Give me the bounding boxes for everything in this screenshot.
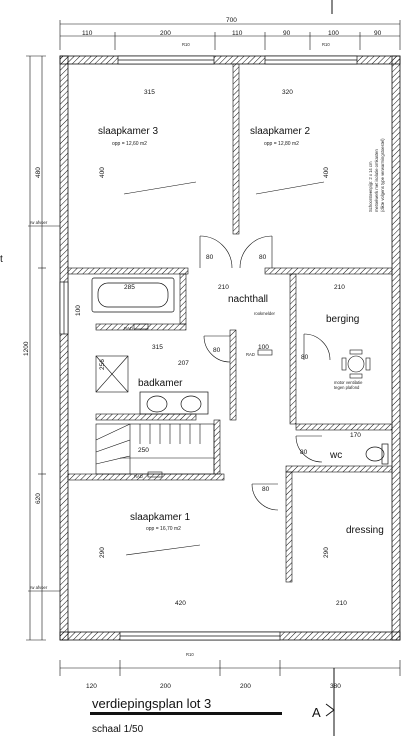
dim-bottom-inner: 420 [175, 600, 186, 607]
room-label-slaapkamer-1: slaapkamer 1 [130, 512, 190, 523]
radiator-label: RAD [246, 352, 255, 357]
dim-left: 1200 [23, 341, 30, 356]
left-dimension-chain [26, 55, 46, 641]
dim-top-overall: 700 [226, 17, 237, 24]
door-width-label: 80 [262, 486, 270, 493]
door-width-label: 80 [259, 254, 267, 261]
window-tag: R10 [186, 652, 194, 657]
door-width-label: 80 [213, 347, 221, 354]
dim-top-seg: 110 [232, 30, 243, 37]
room-diagonals [123, 181, 325, 556]
dim-inner-top: 315 [144, 89, 155, 96]
dim-mid: 210 [334, 284, 345, 291]
room-area-slaapkamer-2: opp = 12,80 m2 [264, 141, 299, 147]
dim-bath: 207 [178, 360, 189, 367]
berging-fixture [341, 349, 371, 379]
dim-right-inner: 290 [323, 547, 330, 558]
dim-bath: 315 [152, 344, 163, 351]
door-width-label: 80 [206, 254, 214, 261]
door-width-label: 80 [301, 354, 309, 361]
bottom-dimension-chain [59, 660, 401, 676]
section-arrow [325, 703, 335, 717]
toilet [365, 443, 389, 465]
room-area-slaapkamer-1: opp = 16,70 m2 [146, 526, 181, 532]
room-label-nachthall: nachthall [228, 294, 268, 305]
window-tag: R10 [322, 42, 330, 47]
dim-left: 480 [35, 167, 42, 178]
dim-bath: 100 [258, 344, 269, 351]
doors [199, 235, 331, 511]
room-label-slaapkamer-3: slaapkamer 3 [98, 126, 158, 137]
windows [59, 55, 358, 641]
note-rookmelder: rookmelder [254, 311, 276, 316]
dim-left-inner: 100 [75, 305, 82, 316]
dim-bottom: 200 [160, 683, 171, 690]
dim-left-inner: 290 [99, 547, 106, 558]
plan-scale: schaal 1/50 [92, 724, 144, 735]
dim-left-inner: 256 [99, 359, 106, 370]
room-label-badkamer: badkamer [138, 378, 183, 389]
section-marker: A [312, 705, 321, 720]
note-motor-2: tegen plafond [334, 385, 360, 390]
note-rw-afvoer-top: rw afvoer [30, 220, 48, 225]
dim-top-seg: 100 [328, 30, 339, 37]
svg-text:(dikte volgens type verwarming: (dikte volgens type verwarmingstoestel) [380, 138, 385, 212]
chimney-note: Schoorsteenpijp: 2 x 14 cm metselwerk me… [368, 138, 385, 212]
bathtub [91, 277, 175, 313]
dim-mid: 285 [124, 284, 135, 291]
dim-right-inner: 400 [323, 167, 330, 178]
title-underline [90, 712, 282, 715]
dim-top-seg: 110 [82, 30, 93, 37]
dim-bottom: 380 [330, 683, 341, 690]
dim-left-inner: 400 [99, 167, 106, 178]
interior-walls [67, 63, 393, 583]
dim-bottom: 120 [86, 683, 97, 690]
note-rw-afvoer-bottom: rw afvoer [30, 585, 48, 590]
room-area-slaapkamer-3: opp = 12,60 m2 [112, 141, 147, 147]
dim-top-seg: 200 [160, 30, 171, 37]
dim-inner-top: 320 [282, 89, 293, 96]
dim-left: 620 [35, 493, 42, 504]
dim-stair: 170 [350, 432, 361, 439]
dim-bottom-inner: 210 [336, 600, 347, 607]
radiator-label: RAD [134, 474, 143, 479]
double-sink [139, 391, 209, 415]
svg-text:Schoorsteenpijp: 2 x 14 cm: Schoorsteenpijp: 2 x 14 cm [368, 161, 373, 212]
dim-top-seg: 90 [374, 30, 382, 37]
room-label-dressing: dressing [346, 525, 384, 536]
door-width-label: 80 [300, 449, 308, 456]
svg-text:metselwerk met isolatie omkast: metselwerk met isolatie omkasten [374, 148, 379, 212]
radiators [133, 323, 273, 478]
dim-stair: 250 [138, 447, 149, 454]
room-label-wc: wc [329, 450, 342, 461]
dim-top-seg: 90 [283, 30, 291, 37]
edge-fragment-text: t [0, 254, 3, 265]
top-dimension-chain [59, 20, 401, 50]
plan-title: verdiepingsplan lot 3 [92, 696, 211, 711]
shower [95, 355, 129, 393]
staircase [95, 423, 215, 475]
room-label-slaapkamer-2: slaapkamer 2 [250, 126, 310, 137]
window-tag: R10 [182, 42, 190, 47]
dim-mid: 210 [218, 284, 229, 291]
note-motor: motor ventilatie [334, 380, 363, 385]
radiator-label: RAD [124, 326, 133, 331]
room-label-berging: berging [326, 314, 359, 325]
dim-bottom: 200 [240, 683, 251, 690]
